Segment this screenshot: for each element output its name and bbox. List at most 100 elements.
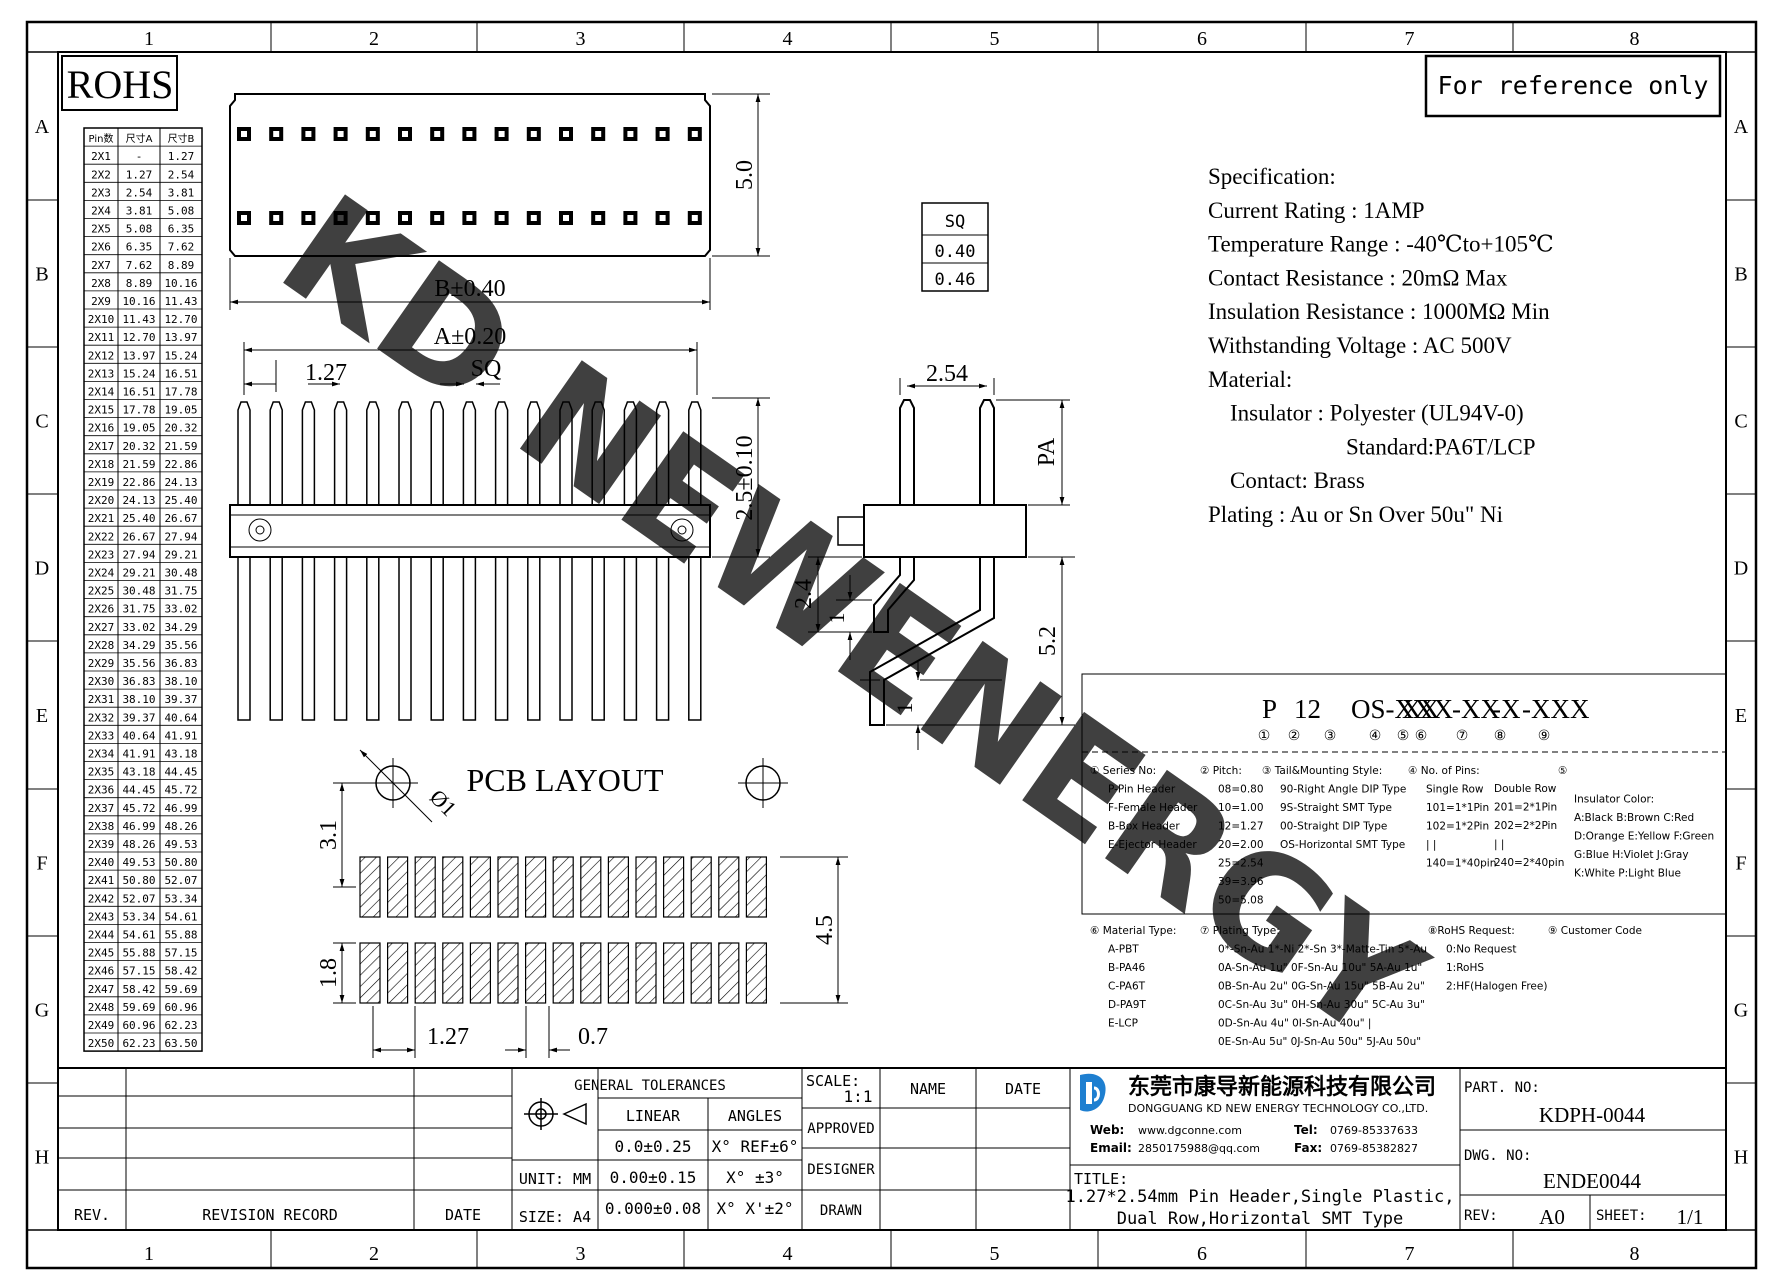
legend-c4-line: ④ No. of Pins: — [1408, 765, 1480, 777]
dim-side-pitch: 2.54 — [926, 361, 968, 387]
frame-col-label: 5 — [990, 1243, 1000, 1265]
pin-table-cell: 2X44 — [88, 929, 115, 942]
title-line-1: 1.27*2.54mm Pin Header,Single Plastic, — [1066, 1187, 1455, 1207]
legend-c7-line: 0*-Sn-Au 1*-Ni 2*-Sn 3*-Matte-Tin 5*-Au — [1218, 944, 1427, 956]
pin-table-cell: 2X32 — [88, 711, 115, 724]
frame-row-label: F — [36, 853, 47, 875]
pin-table-cell: 2X36 — [88, 784, 115, 797]
pin-table-cell: 15.24 — [164, 349, 197, 362]
pin-table-cell: 49.53 — [164, 838, 197, 851]
pin-table-cell: 2.54 — [168, 168, 195, 181]
frame-row-label: G — [35, 1000, 49, 1022]
pin-table-cell: 54.61 — [122, 929, 155, 942]
rev-value: A0 — [1539, 1205, 1565, 1229]
frame-col-label: 5 — [990, 28, 1000, 50]
legend-c2-line: 20=2.00 — [1218, 839, 1264, 851]
legend-c4b-line: 201=2*1Pin — [1494, 802, 1557, 814]
legend-c2-line: 50=5.08 — [1218, 895, 1264, 907]
pin-table-cell: 2X4 — [91, 205, 111, 218]
spec-line: Contact Resistance : 20mΩ Max — [1208, 265, 1508, 290]
pin-table-cell: 2X35 — [88, 766, 115, 779]
dim-1-b: 1 — [892, 703, 917, 714]
pin-table-cell: 2X48 — [88, 1001, 115, 1014]
pin-table-cell: 54.61 — [164, 910, 197, 923]
dim-pa: PA — [1034, 437, 1060, 466]
pin-table-cell: 2X20 — [88, 494, 115, 507]
sheet-frame — [25, 20, 1758, 1270]
part-code-index: ⑧ — [1494, 728, 1507, 744]
legend-c1-line: F-Female Header — [1108, 802, 1198, 814]
top-view: 5.0 B±0.40 — [229, 93, 770, 310]
pin-table-cell: 2X9 — [91, 295, 111, 308]
dim-pitch: 1.27 — [305, 360, 347, 386]
pin-table-cell: 2X41 — [88, 874, 115, 887]
part-code-index: ③ — [1324, 728, 1337, 744]
date-header: DATE — [1005, 1080, 1041, 1098]
frame-col-label: 7 — [1405, 28, 1415, 50]
pin-table-cell: 2X11 — [88, 331, 115, 344]
frame-row-label: A — [1734, 116, 1749, 138]
pin-table-cell: 53.34 — [164, 892, 197, 905]
spec-line: Contact: Brass — [1230, 468, 1365, 493]
pin-table-cell: 52.07 — [122, 892, 155, 905]
revision-record-header: REVISION RECORD — [202, 1206, 337, 1224]
pin-table-cell: 5.08 — [168, 205, 195, 218]
part-code-segment: -XXX — [1522, 694, 1590, 724]
pin-table-cell: 21.59 — [164, 440, 197, 453]
spec-line: Specification: — [1208, 164, 1336, 189]
legend-c2-line: 08=0.80 — [1218, 784, 1264, 796]
pin-table-cell: 27.94 — [122, 548, 155, 561]
legend-c4-line: 101=1*1Pin — [1426, 802, 1489, 814]
sq-table: SQ 0.40 0.46 — [921, 202, 989, 292]
pin-table-cell: 21.59 — [122, 458, 155, 471]
spec-line: Standard:PA6T/LCP — [1346, 434, 1536, 459]
title-label: TITLE: — [1074, 1170, 1128, 1188]
pin-table-cell: 2X10 — [88, 313, 115, 326]
pin-table-cell: 22.86 — [164, 458, 197, 471]
pin-table-cell: 2X2 — [91, 168, 111, 181]
legend-c7-line: 0D-Sn-Au 4u" 0I-Sn-Au 40u" | — [1218, 1018, 1371, 1030]
pin-table-cell: 50.80 — [164, 856, 197, 869]
pin-table-cell: 7.62 — [126, 259, 153, 272]
spec-line: Current Rating : 1AMP — [1208, 198, 1425, 223]
part-code-index: ⑨ — [1538, 728, 1551, 744]
sheet-value: 1/1 — [1677, 1205, 1704, 1229]
pin-table-cell: 24.13 — [122, 494, 155, 507]
pin-table-cell: 27.94 — [164, 530, 197, 543]
pin-table-cell: 29.21 — [164, 548, 197, 561]
rohs-label: ROHS — [67, 62, 174, 107]
pin-table-cell: 2X38 — [88, 820, 115, 833]
part-no-value: KDPH-0044 — [1539, 1103, 1646, 1127]
sq-header: SQ — [945, 212, 965, 232]
legend-c2-line: 25=2.54 — [1218, 858, 1264, 870]
pin-table-cell: 2X23 — [88, 548, 115, 561]
pin-table-cell: 10.16 — [164, 277, 197, 290]
pin-table-cell: 38.10 — [164, 675, 197, 688]
frame-row-label: E — [1735, 705, 1747, 727]
pin-table-cell: 2X46 — [88, 965, 115, 978]
pin-table-cell: 2X17 — [88, 440, 115, 453]
legend-c2-line: 39=3.96 — [1218, 876, 1264, 888]
pin-table-cell: 43.18 — [122, 766, 155, 779]
pin-table-cell: 40.64 — [164, 711, 197, 724]
part-code-segment: X — [1402, 694, 1422, 724]
projection-symbol — [524, 1098, 587, 1130]
legend-c1-line: P-Pin Header — [1108, 784, 1176, 796]
part-code-index: ① — [1258, 728, 1271, 744]
legend-c6-line: B-PA46 — [1108, 962, 1146, 974]
pin-table-cell: 46.99 — [164, 802, 197, 815]
sq-value-2: 0.46 — [935, 270, 976, 290]
dim-pad-width: 0.7 — [578, 1024, 608, 1050]
pin-table-cell: 2X49 — [88, 1019, 115, 1032]
angle-tolerance: X° ±3° — [726, 1168, 784, 1187]
frame-col-label: 6 — [1197, 1243, 1207, 1265]
pin-table-cell: 55.88 — [164, 929, 197, 942]
email-value: 2850175988@qq.com — [1138, 1142, 1260, 1155]
part-code-segment: P — [1262, 694, 1277, 724]
pin-table-cell: 2X1 — [91, 150, 111, 163]
spec-line: Plating : Au or Sn Over 50u" Ni — [1208, 502, 1503, 527]
pin-table-cell: 2X13 — [88, 367, 115, 380]
pin-table-cell: 2X6 — [91, 241, 111, 254]
side-view — [808, 378, 1075, 750]
